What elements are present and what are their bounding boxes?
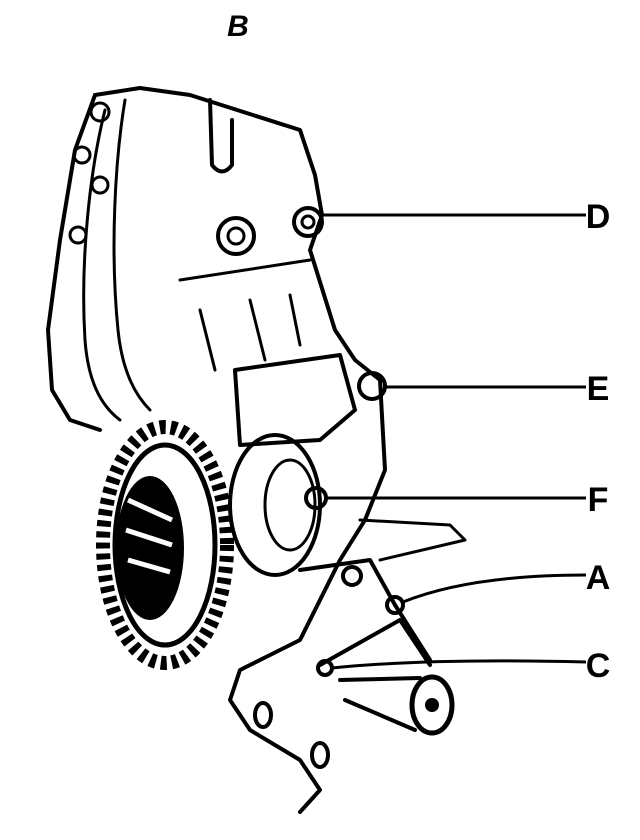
bolt-icon <box>90 175 110 195</box>
callout-leaders <box>322 213 587 670</box>
bolt-d2-head-icon <box>300 214 316 230</box>
cover-inner-curve <box>82 108 122 422</box>
upper-slot <box>208 98 234 174</box>
bolt-icon <box>72 145 92 165</box>
roller-center <box>425 698 439 712</box>
tensioner-roller <box>409 674 455 736</box>
pivot-icon <box>341 565 363 587</box>
cover-inner-curve-2 <box>112 98 152 412</box>
callout-labels: D E F A C <box>586 198 611 685</box>
rib-line <box>198 308 217 372</box>
figure-title: B <box>227 10 249 43</box>
gear-hub <box>116 476 184 620</box>
bolt-d1-head-icon <box>226 226 246 246</box>
bolt-d2-icon <box>292 206 324 238</box>
gear-rim <box>112 442 218 648</box>
leader-c <box>331 659 587 670</box>
bolt-d1-icon <box>216 216 256 256</box>
callout-a-label: A <box>586 559 611 597</box>
rib-line <box>288 293 302 347</box>
bracket-illustration <box>46 86 467 814</box>
bolt-a-icon <box>385 595 405 615</box>
callout-e-label: E <box>587 370 610 408</box>
bolt-icon <box>89 101 111 123</box>
rib-line <box>248 298 267 362</box>
callout-c-label: C <box>586 647 611 685</box>
bracket-block <box>233 353 357 447</box>
callout-d-label: D <box>586 198 611 236</box>
tensioner-arm <box>298 558 432 662</box>
housing-outline <box>93 86 387 814</box>
gear-teeth <box>96 420 234 670</box>
rib-line <box>178 258 312 282</box>
roller-bracket <box>338 676 422 732</box>
mount-hole-icon <box>310 741 330 769</box>
tensioner-plate <box>358 518 467 562</box>
gear-highlights <box>125 497 174 575</box>
callout-f-label: F <box>588 481 609 519</box>
hub-inner <box>263 458 317 552</box>
bolt-icon <box>68 225 88 245</box>
tensioner-link <box>318 618 432 667</box>
mount-hole-icon <box>253 701 273 729</box>
leader-a <box>402 573 587 604</box>
